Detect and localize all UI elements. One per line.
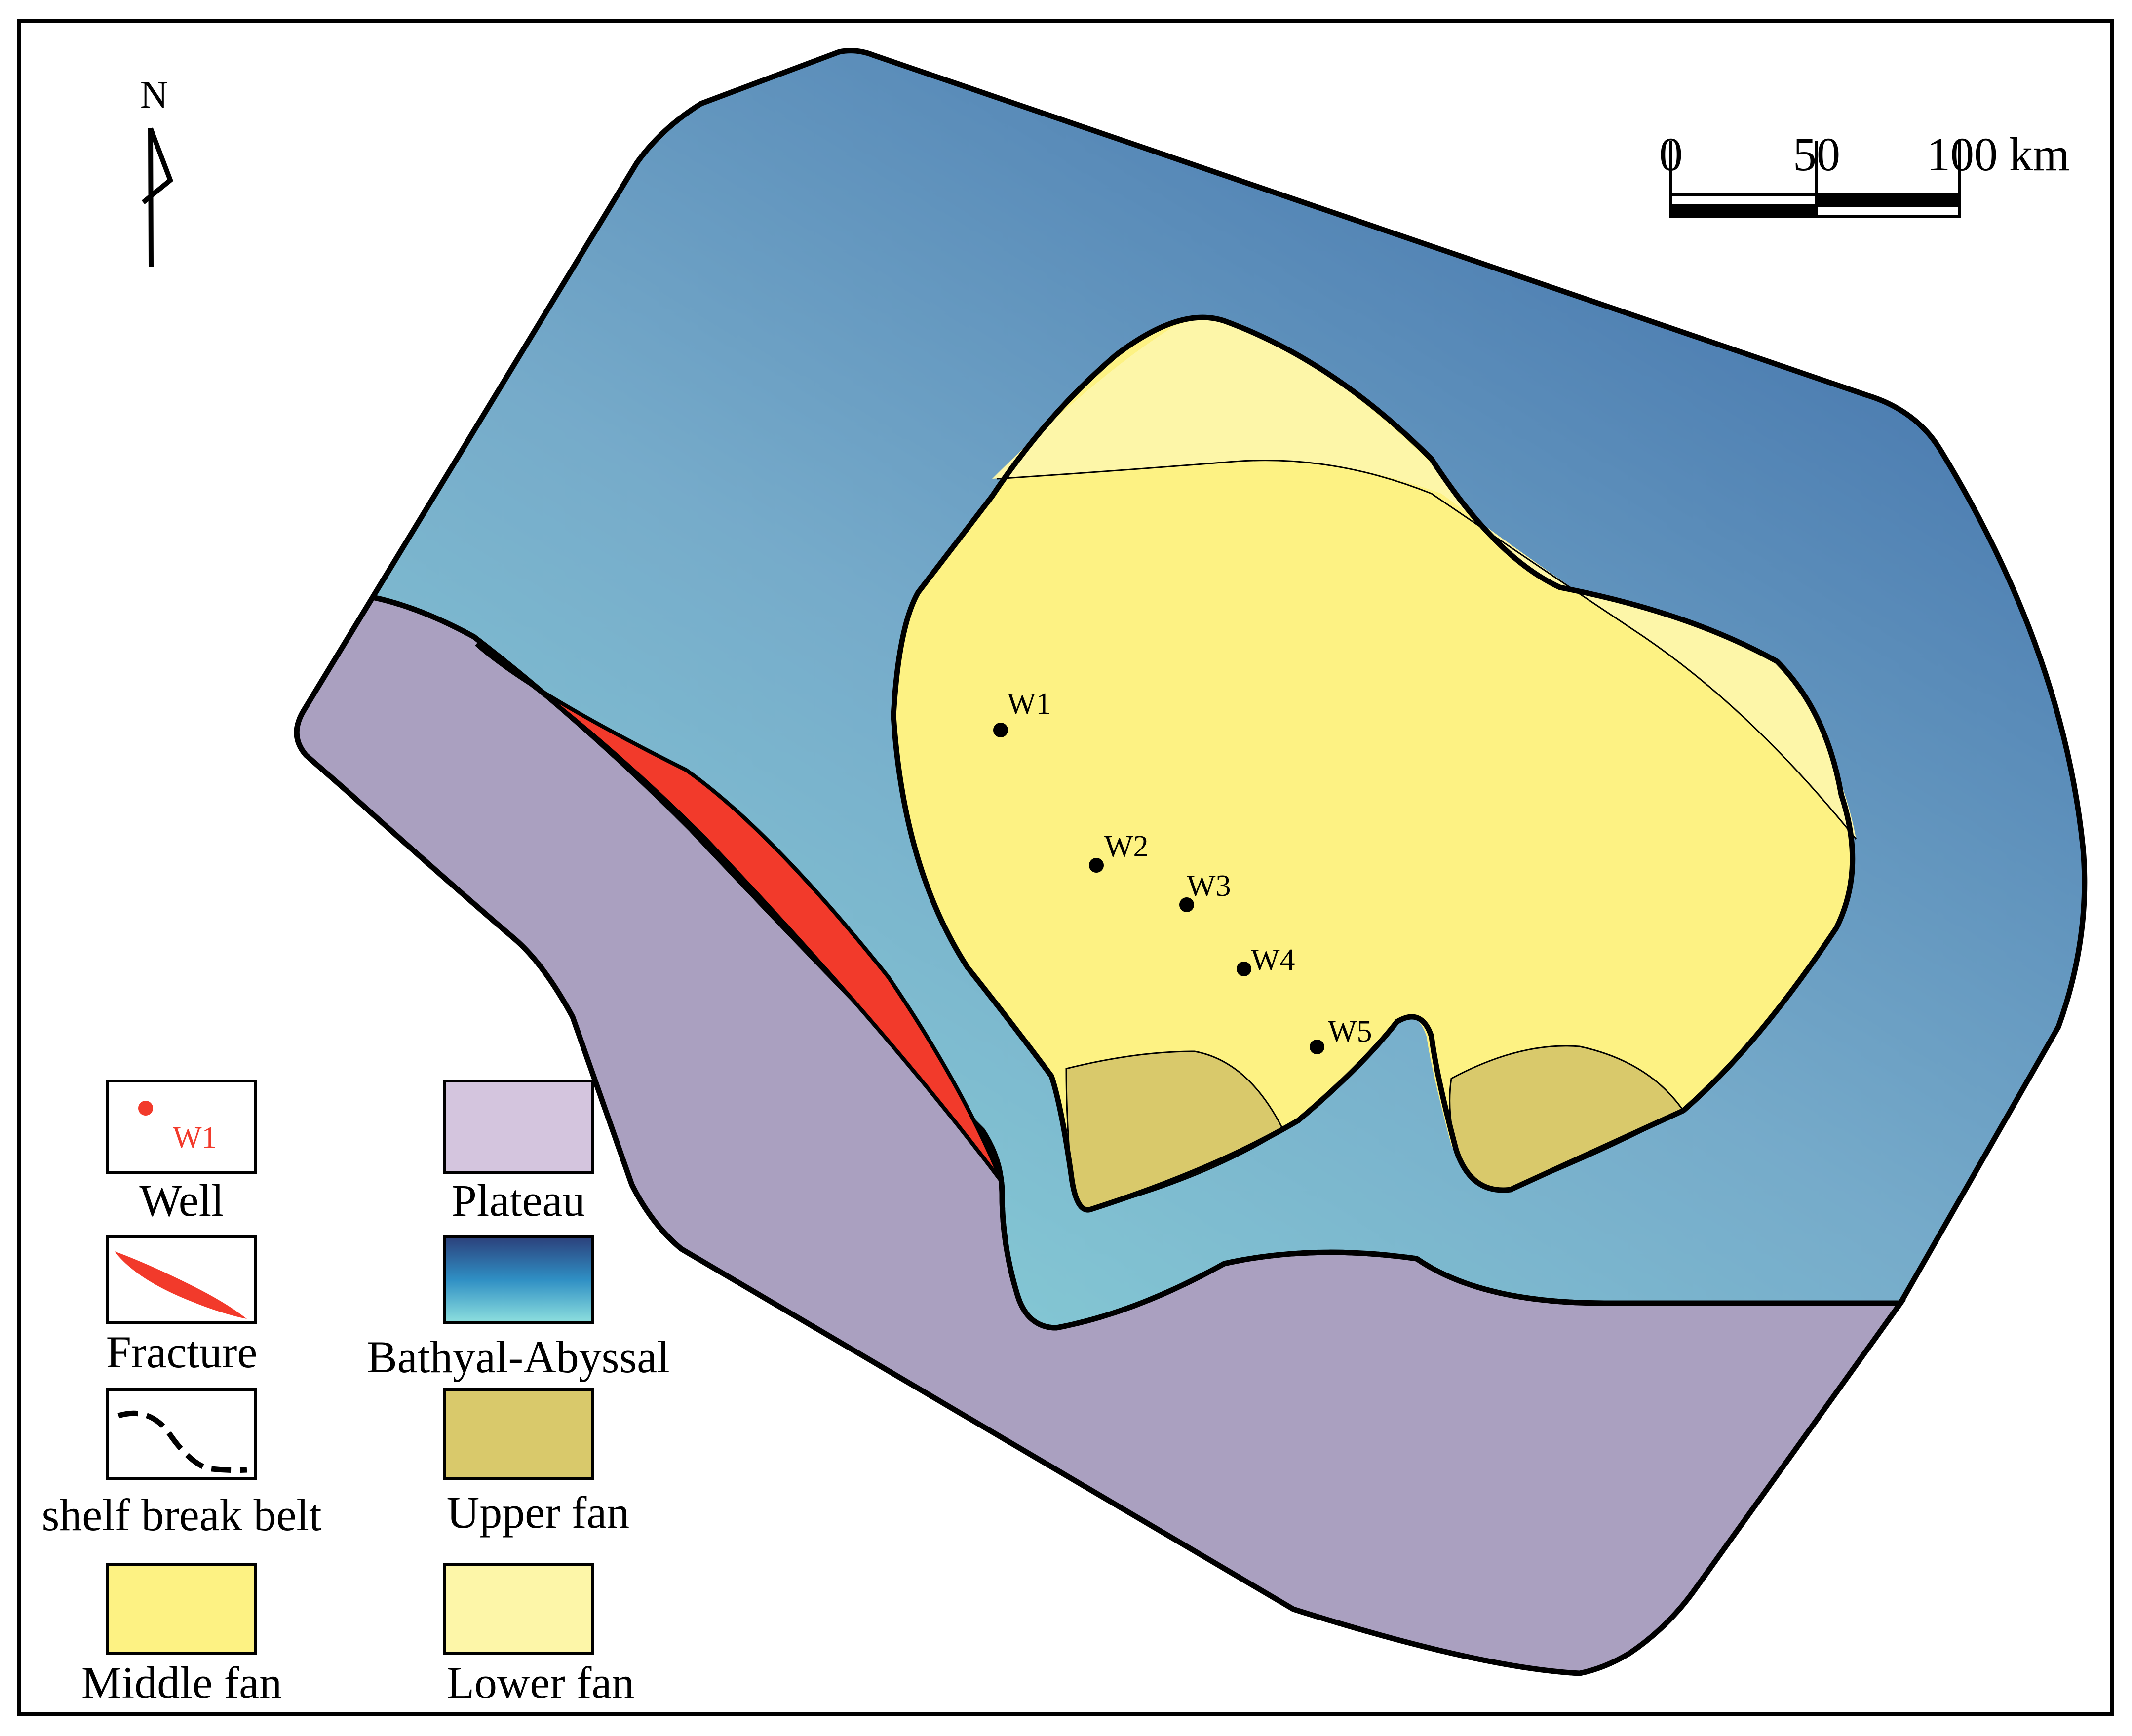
scale-tick-100: 100 (1927, 128, 1998, 181)
well-marker-icon (1089, 858, 1104, 873)
map-frame (17, 19, 2114, 1716)
legend-label-shelf-break: shelf break belt (41, 1490, 322, 1540)
legend-swatch-plateau (443, 1080, 594, 1174)
legend-label-lower-fan: Lower fan (447, 1658, 635, 1708)
shelf-break-belt-line (372, 594, 1900, 1331)
north-arrow-icon (141, 127, 173, 267)
legend-item-fracture: Fracture (106, 1235, 258, 1377)
fan-outline (891, 314, 1856, 1213)
legend-item-shelf-break: shelf break belt (41, 1388, 322, 1540)
legend-label-plateau: Plateau (452, 1175, 585, 1226)
well-W1: W1 (993, 687, 1051, 737)
legend-label-middle-fan: Middle fan (81, 1658, 282, 1708)
well-marker-icon (1310, 1040, 1324, 1054)
well-marker-icon (1237, 962, 1251, 976)
middle-fan-region (893, 317, 1853, 1210)
north-arrow: N (140, 73, 173, 267)
well-W4: W4 (1237, 943, 1295, 977)
legend-item-lower-fan: Lower fan (443, 1563, 635, 1708)
well-marker-icon (1179, 897, 1194, 912)
well-label: W5 (1328, 1015, 1372, 1048)
well-marker-icon (993, 723, 1008, 737)
fracture-zone (475, 642, 1004, 1184)
well-label: W4 (1251, 943, 1295, 977)
legend-label-fracture: Fracture (106, 1327, 258, 1377)
north-label: N (140, 73, 168, 116)
legend-item-well: W1 Well (106, 1080, 257, 1226)
scale-bar: 0 50 100 km (1659, 128, 2070, 218)
fracture-legend-icon (115, 1251, 247, 1319)
legend-item-middle-fan: Middle fan (81, 1563, 282, 1708)
well-W3: W3 (1179, 869, 1231, 912)
legend-item-plateau: Plateau (443, 1080, 594, 1226)
legend-label-upper-fan: Upper fan (447, 1487, 629, 1538)
legend-swatch-lower-fan (443, 1563, 594, 1655)
well-label: W3 (1187, 869, 1231, 903)
well-label: W1 (1007, 687, 1051, 721)
scale-bar-icon (1669, 141, 1961, 218)
legend-well-sample: W1 (173, 1121, 217, 1155)
legend-swatch-fracture (106, 1235, 257, 1324)
lower-fan-region (992, 318, 1856, 839)
lower-fan-boundary (997, 460, 1857, 840)
scale-unit: km (2009, 128, 2070, 181)
well-label: W2 (1104, 830, 1149, 863)
shelf-break-legend-icon (117, 1410, 247, 1473)
legend-swatch-middle-fan (106, 1563, 257, 1655)
legend-label-well: Well (139, 1175, 224, 1226)
legend-swatch-shelf-break (106, 1388, 257, 1480)
well-W2: W2 (1089, 830, 1149, 873)
well-W5: W5 (1310, 1015, 1372, 1054)
legend-swatch-bathyal-abyssal (443, 1235, 594, 1324)
well-legend-icon (138, 1101, 153, 1116)
legend-swatch-upper-fan (443, 1388, 594, 1480)
legend-swatch-well (106, 1080, 257, 1174)
legend-label-bathyal-abyssal: Bathyal-Abyssal (367, 1332, 669, 1382)
legend-item-upper-fan: Upper fan (443, 1388, 629, 1538)
legend-item-bathyal-abyssal: Bathyal-Abyssal (367, 1235, 670, 1382)
legend: W1 Well Fracture shelf break belt Middle… (41, 1080, 670, 1708)
